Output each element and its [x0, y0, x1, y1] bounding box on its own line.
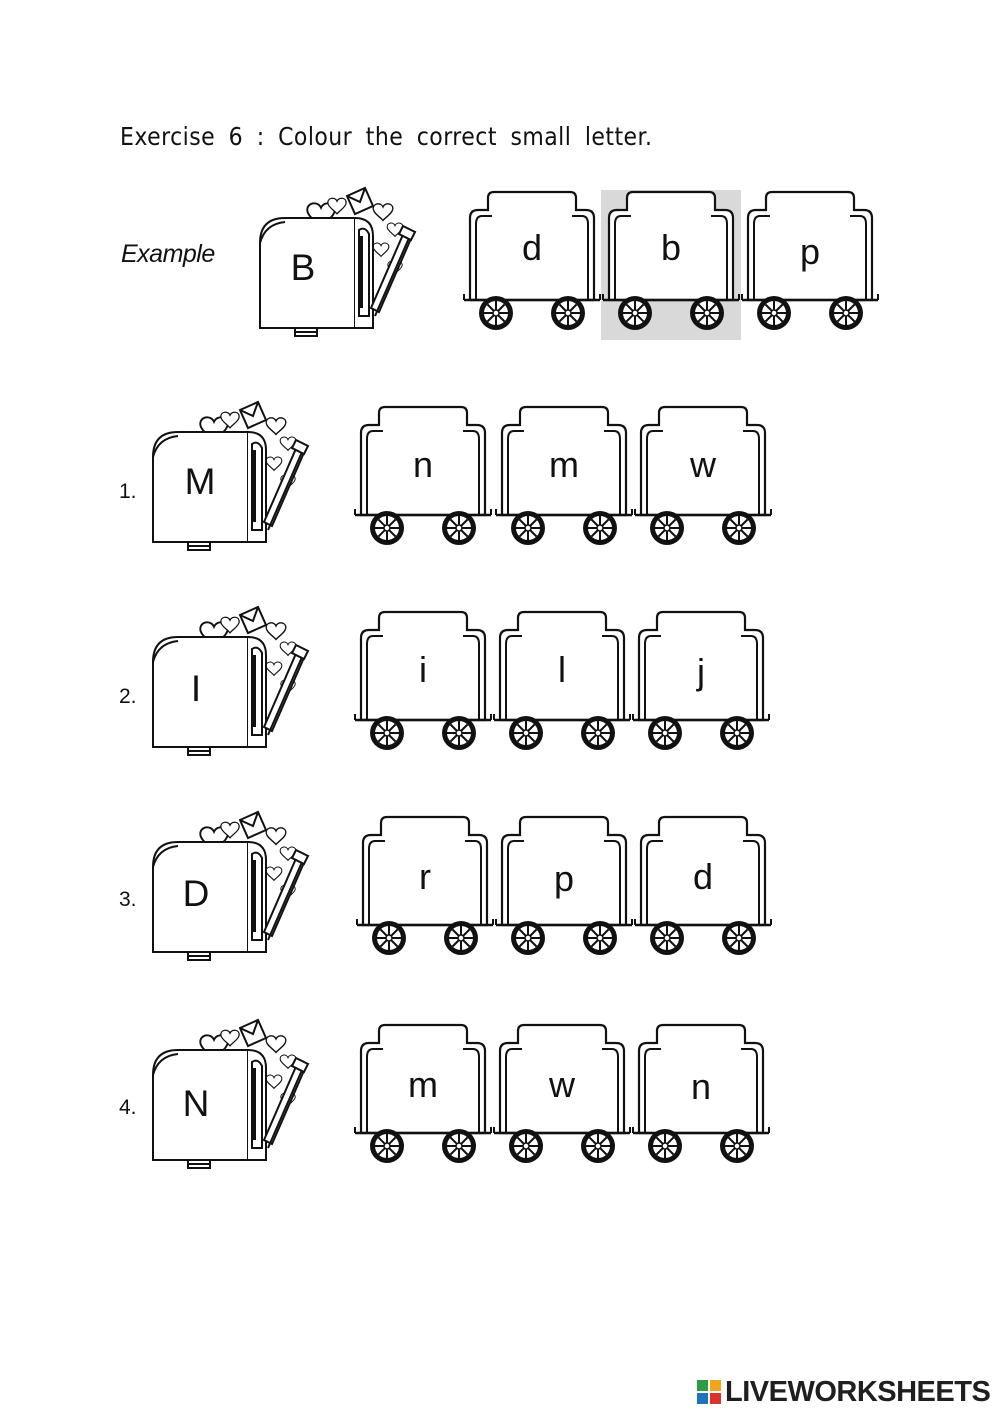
question-number: 4.	[119, 1096, 137, 1119]
question-2-mailbox: I	[148, 607, 298, 757]
wagon-letter: n	[412, 444, 434, 485]
wagon-letter: i	[419, 649, 427, 690]
wagon-letter: j	[697, 651, 705, 692]
wagon-letter: n	[690, 1066, 712, 1107]
liveworksheets-logo-text: LIVEWORKSHEETS	[725, 1376, 991, 1408]
question-number: 2.	[119, 685, 137, 708]
wagon-letter: m	[549, 444, 579, 485]
question-1-wagon-1[interactable]: n	[353, 405, 493, 555]
question-3-wagon-2[interactable]: p	[494, 815, 634, 965]
example-wagon-1[interactable]: d	[462, 190, 602, 340]
capital-letter: D	[182, 873, 210, 914]
wagon-letter: d	[692, 856, 714, 897]
instruction-text: Exercise 6 : Colour the correct small le…	[120, 122, 653, 151]
question-2-wagon-2[interactable]: l	[492, 610, 632, 760]
question-4-mailbox: N	[148, 1020, 298, 1170]
example-capital-letter: B	[290, 247, 316, 288]
example-wagon-3[interactable]: p	[740, 190, 880, 340]
question-number: 3.	[119, 888, 137, 911]
question-2-wagon-3[interactable]: j	[631, 610, 771, 760]
question-3-wagon-1[interactable]: r	[355, 815, 495, 965]
question-1-wagon-2[interactable]: m	[494, 405, 634, 555]
question-number: 1.	[119, 480, 137, 503]
wagon-letter: w	[690, 444, 716, 485]
capital-letter: I	[190, 668, 202, 709]
wagon-letter: l	[558, 649, 566, 690]
wagon-letter: r	[419, 856, 431, 897]
question-2-wagon-1[interactable]: i	[353, 610, 493, 760]
example-wagon-2[interactable]: b	[601, 190, 741, 340]
liveworksheets-logo-icon	[697, 1380, 721, 1404]
wagon-letter: d	[521, 227, 543, 268]
example-mailbox: B	[255, 188, 405, 338]
question-1-mailbox: M	[148, 402, 298, 552]
question-4-wagon-3[interactable]: n	[631, 1023, 771, 1173]
wagon-letter: b	[660, 227, 682, 268]
wagon-letter: w	[549, 1064, 575, 1105]
question-4-wagon-2[interactable]: w	[492, 1023, 632, 1173]
question-4-wagon-1[interactable]: m	[353, 1023, 493, 1173]
wagon-letter: p	[799, 231, 821, 272]
question-1-wagon-3[interactable]: w	[633, 405, 773, 555]
question-3-wagon-3[interactable]: d	[633, 815, 773, 965]
example-label: Example	[121, 240, 215, 268]
wagon-letter: m	[408, 1064, 438, 1105]
wagon-letter: p	[553, 858, 575, 899]
capital-letter: N	[182, 1083, 210, 1124]
question-3-mailbox: D	[148, 812, 298, 962]
capital-letter: M	[184, 461, 216, 502]
